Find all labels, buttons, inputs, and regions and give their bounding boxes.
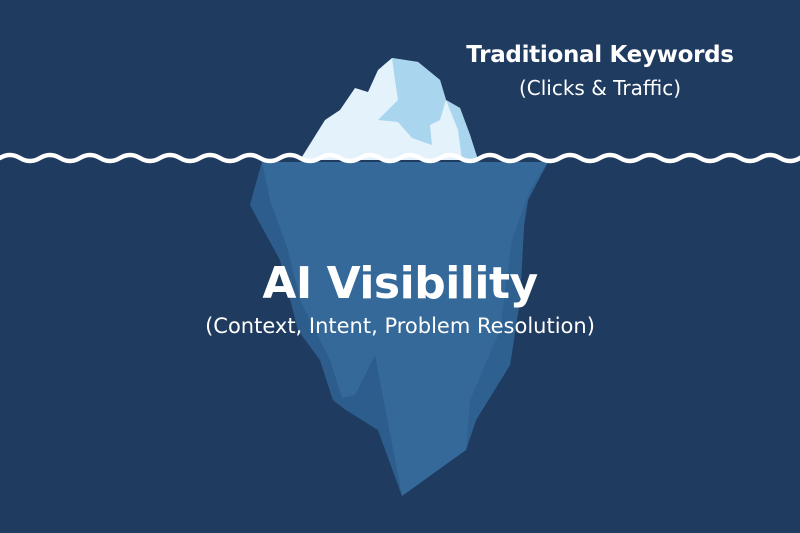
above-water-title: Traditional Keywords xyxy=(466,42,734,68)
iceberg-tip xyxy=(300,58,478,160)
underwater-iceberg xyxy=(250,162,548,496)
below-water-title: AI Visibility xyxy=(262,258,538,309)
above-water-subtitle: (Clicks & Traffic) xyxy=(518,76,682,100)
below-water-subtitle: (Context, Intent, Problem Resolution) xyxy=(205,314,595,338)
waterline-wave xyxy=(0,152,800,164)
